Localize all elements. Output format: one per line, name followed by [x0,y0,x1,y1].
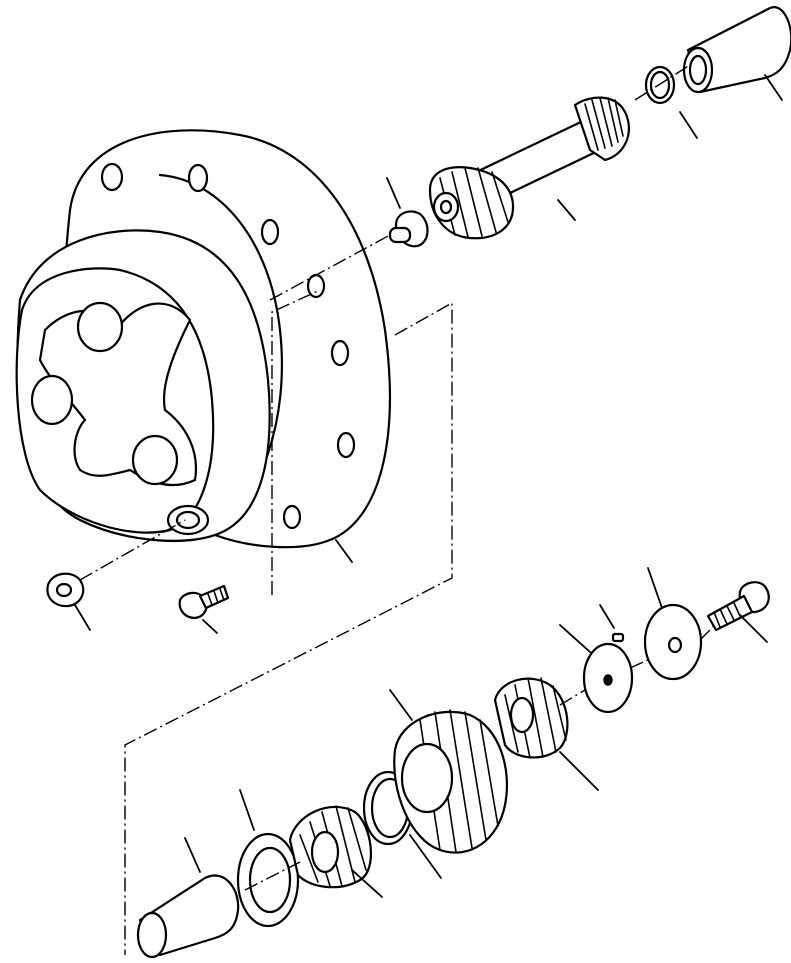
flange-bolt-holes [100,162,356,530]
flat-head-screw [178,584,230,620]
needle-bearing-right [493,677,569,759]
planet-gear [393,709,509,854]
needle-bearing-left [288,805,373,889]
callout-leaders [74,74,783,898]
dowel-pin [611,632,625,643]
hub-housing [15,129,391,549]
assembly-reference-line [124,289,453,955]
thrust-button [388,210,429,248]
coupling-sleeve [682,6,791,94]
drain-plug [46,572,85,608]
sun-shaft [428,96,630,240]
thrust-washer-left [236,832,300,928]
hex-bolt [706,581,770,632]
thrust-washer-right [643,603,703,681]
snap-ring-top [644,65,676,105]
planet-pin [136,874,240,959]
retainer-plate [582,642,634,714]
